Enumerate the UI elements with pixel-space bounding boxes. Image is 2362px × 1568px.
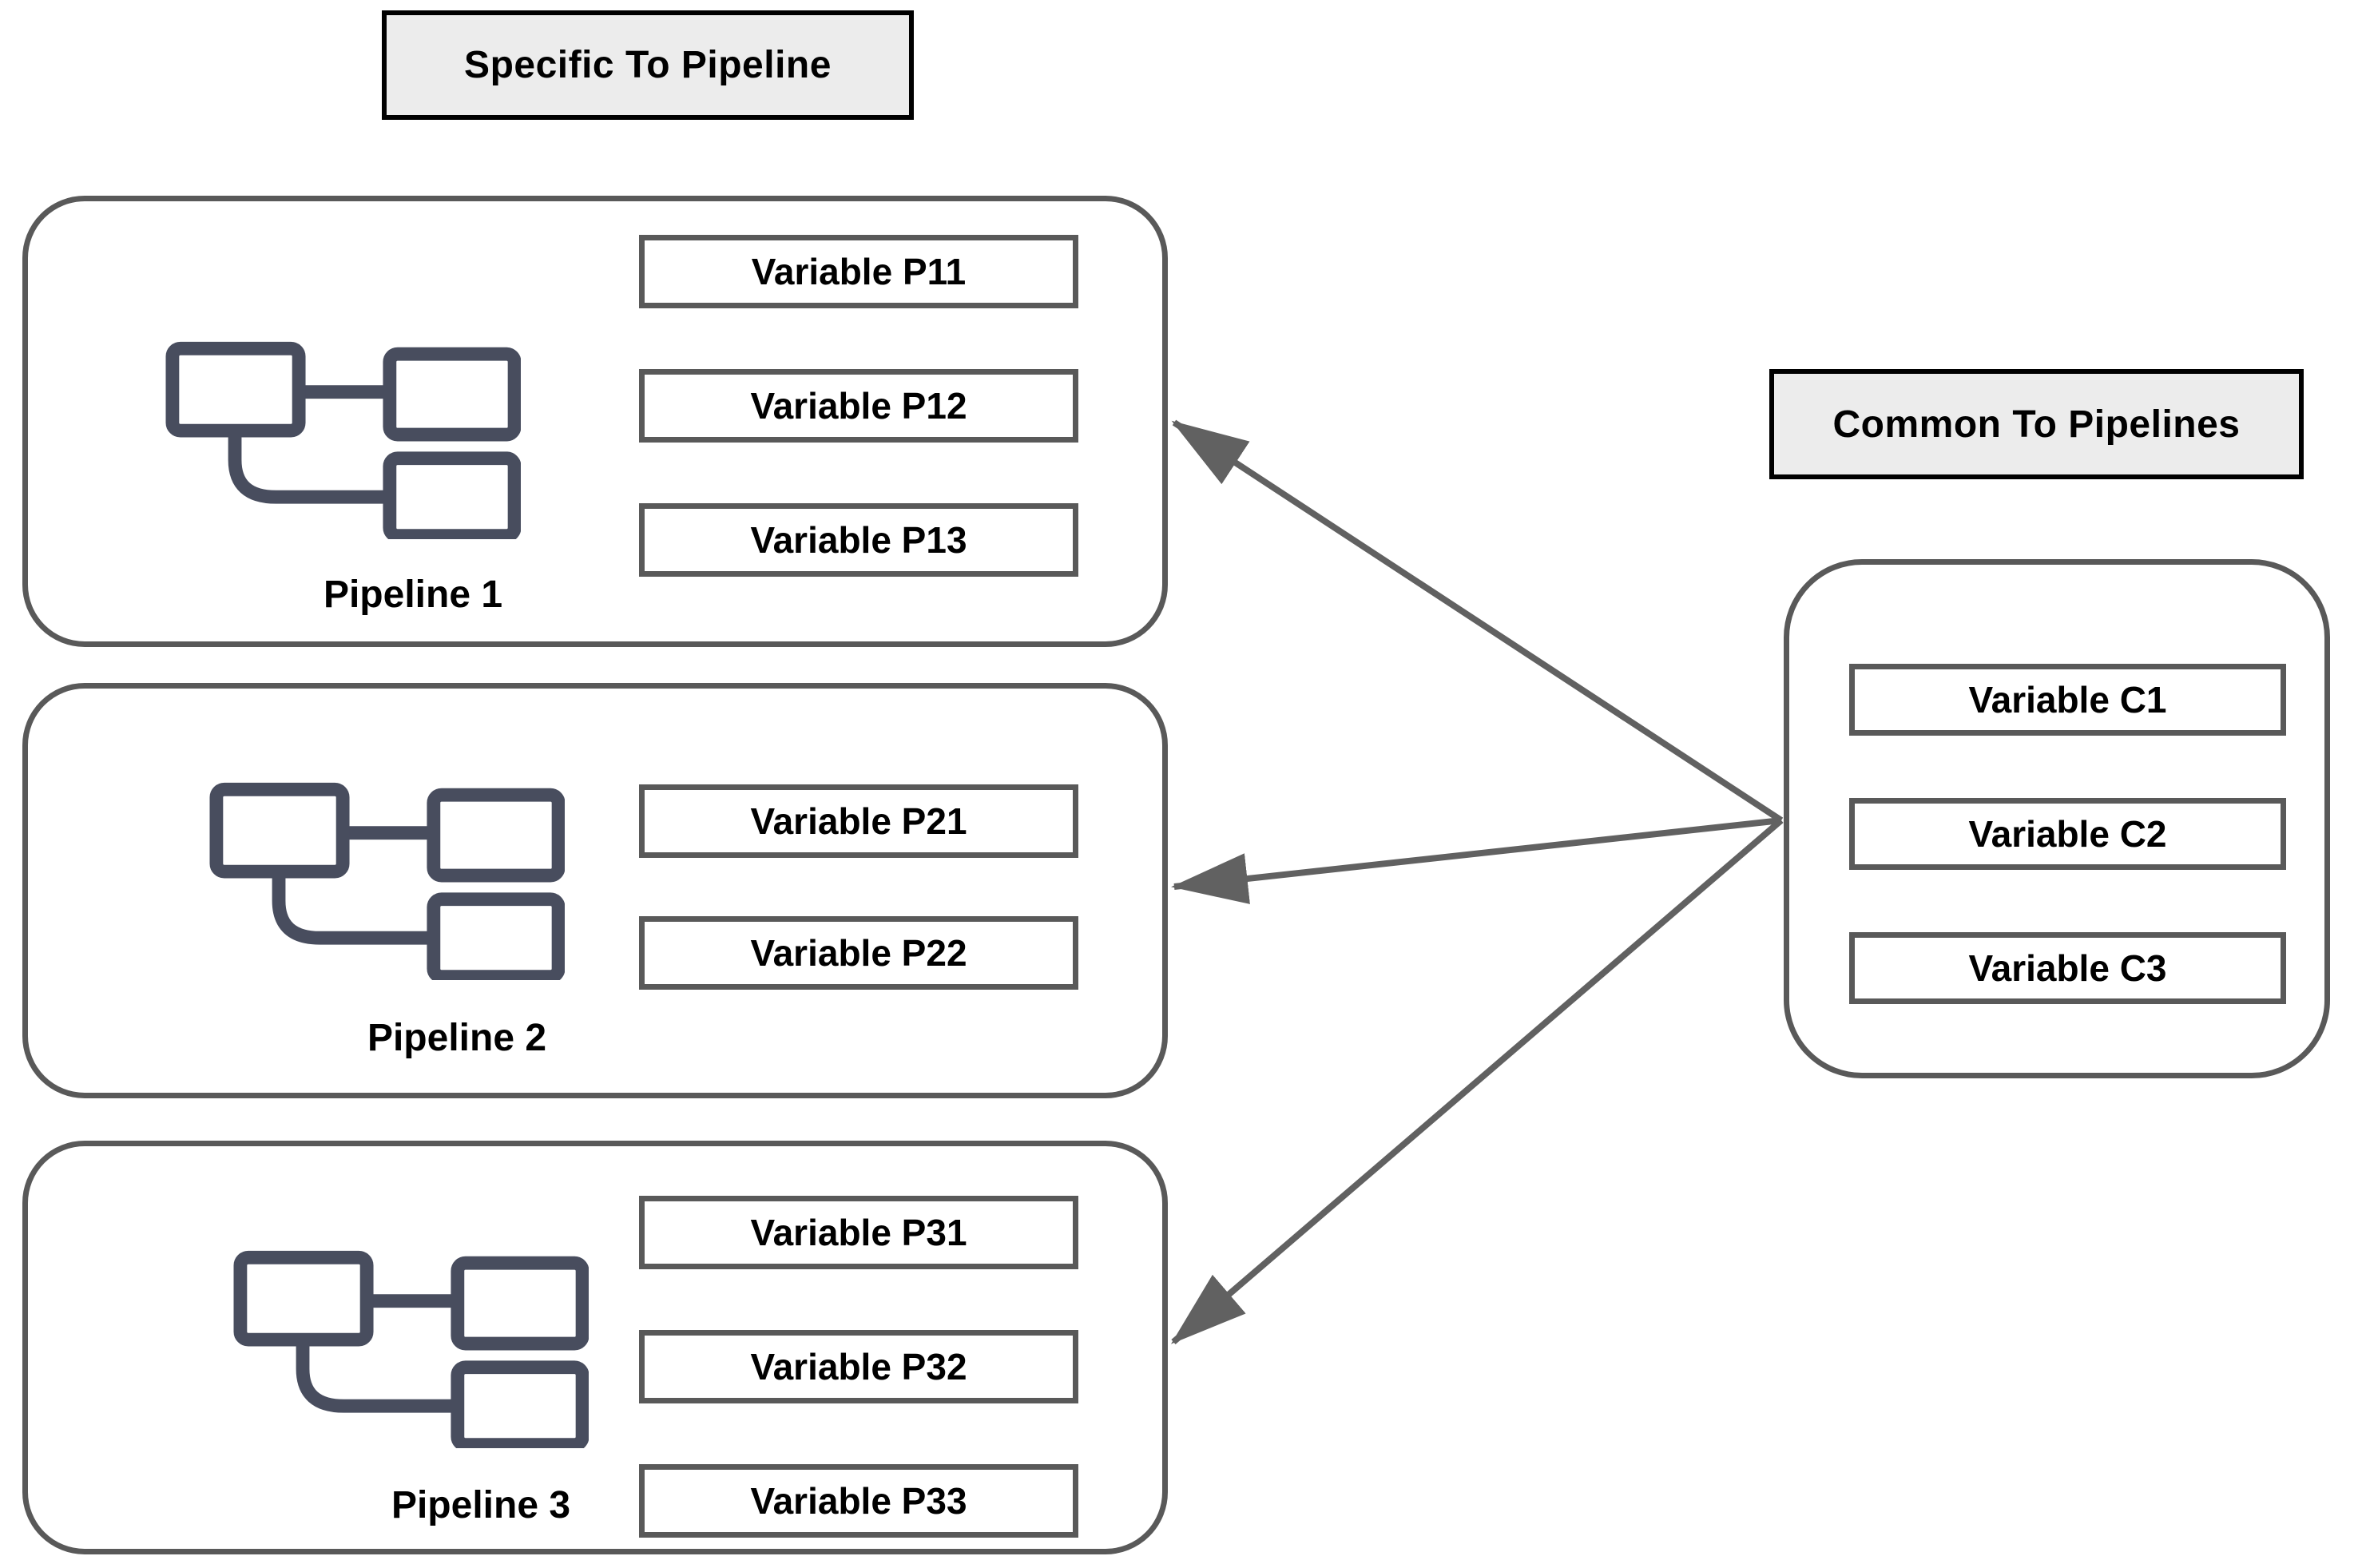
flowchart-pipeline-icon: [165, 341, 522, 543]
variable-box-p33: Variable P33: [639, 1464, 1078, 1538]
arrow-common-to-pipeline-1: [1171, 419, 1784, 824]
pipeline-1-container: Pipeline 1 Variable P11 Variable P12 Var…: [22, 196, 1168, 647]
common-variables-container: Variable C1 Variable C2 Variable C3: [1784, 559, 2330, 1078]
variable-box-c1: Variable C1: [1849, 664, 2286, 736]
pipeline-3-container: Pipeline 3 Variable P31 Variable P32 Var…: [22, 1141, 1168, 1554]
pipeline-1-label: Pipeline 1: [323, 574, 503, 616]
arrow-common-to-pipeline-3: [1170, 817, 1784, 1345]
variable-box-p12: Variable P12: [639, 369, 1078, 443]
variable-box-p13: Variable P13: [639, 503, 1078, 577]
common-to-pipelines-header: Common To Pipelines: [1769, 369, 2304, 479]
variable-box-p22: Variable P22: [639, 916, 1078, 990]
arrow-common-to-pipeline-2: [1171, 817, 1782, 904]
pipeline-3-icon-wrap: [233, 1250, 590, 1452]
flowchart-pipeline-icon: [209, 782, 566, 984]
variable-box-p21: Variable P21: [639, 784, 1078, 858]
variable-box-p32: Variable P32: [639, 1330, 1078, 1403]
specific-to-pipeline-header-label: Specific To Pipeline: [464, 44, 832, 86]
pipeline-1-icon-wrap: [165, 341, 522, 543]
specific-to-pipeline-header: Specific To Pipeline: [382, 10, 914, 120]
pipeline-3-label: Pipeline 3: [391, 1484, 571, 1526]
pipeline-2-icon-wrap: [209, 782, 566, 984]
variable-box-p11: Variable P11: [639, 235, 1078, 308]
variable-box-c2: Variable C2: [1849, 798, 2286, 870]
common-to-pipelines-header-label: Common To Pipelines: [1832, 403, 2241, 446]
pipeline-2-container: Pipeline 2 Variable P21 Variable P22: [22, 683, 1168, 1098]
variable-box-c3: Variable C3: [1849, 932, 2286, 1004]
flowchart-pipeline-icon: [233, 1250, 590, 1452]
pipeline-2-label: Pipeline 2: [367, 1017, 547, 1059]
variable-box-p31: Variable P31: [639, 1196, 1078, 1269]
